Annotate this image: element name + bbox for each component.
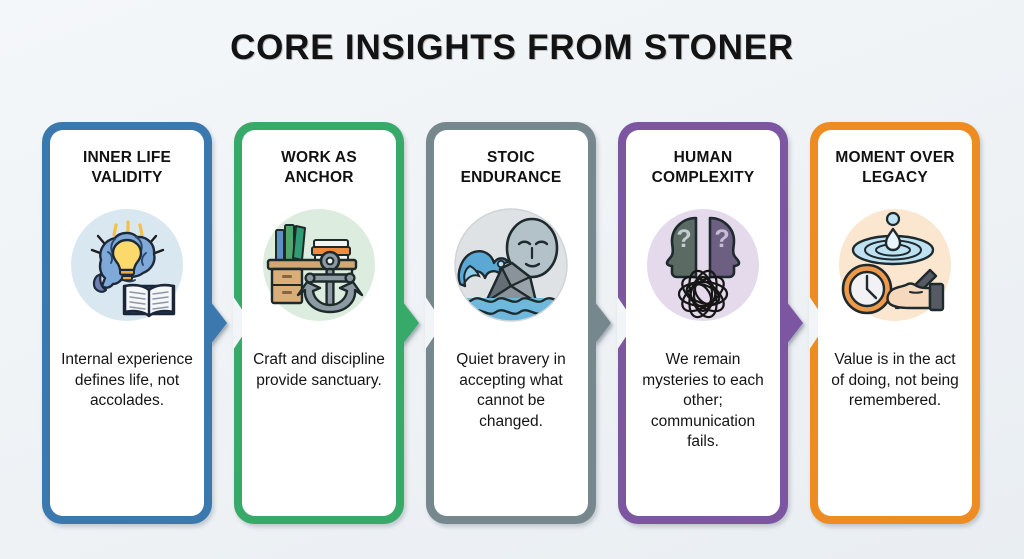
insight-card-moment-over-legacy[interactable]: MOMENT OVER LEGACY [809, 122, 980, 524]
wave-rock-calm-face-icon [452, 206, 570, 324]
svg-text:?: ? [714, 225, 729, 253]
insight-card-work-as-anchor[interactable]: WORK AS ANCHOR [233, 122, 419, 524]
insight-card-stoic-endurance[interactable]: STOIC ENDURANCE [425, 122, 611, 524]
arrow-right-icon [594, 301, 611, 345]
droplet-clock-writing-hand-icon [836, 206, 954, 324]
card-body: MOMENT OVER LEGACY [818, 130, 972, 516]
card-title: WORK AS ANCHOR [281, 149, 357, 186]
insight-card-row: INNER LIFE VALIDITY [42, 122, 986, 524]
card-body: WORK AS ANCHOR [242, 130, 396, 516]
card-description: Craft and discipline provide sanctuary. [253, 351, 385, 389]
card-body: STOIC ENDURANCE [434, 130, 588, 516]
arrow-right-icon [786, 301, 803, 345]
card-description: Quiet bravery in accepting what cannot b… [456, 351, 566, 430]
card-title: MOMENT OVER LEGACY [835, 149, 955, 186]
card-body: INNER LIFE VALIDITY [50, 130, 204, 516]
insight-card-inner-life-validity[interactable]: INNER LIFE VALIDITY [42, 122, 227, 524]
card-body: HUMAN COMPLEXITY ? ? [626, 130, 780, 516]
card-description: Internal experience defines life, not ac… [61, 351, 193, 410]
card-description: Value is in the act of doing, not being … [831, 351, 959, 410]
card-title: HUMAN COMPLEXITY [651, 149, 755, 186]
brain-lightbulb-book-icon [68, 206, 186, 324]
arrow-right-icon [210, 301, 227, 345]
arrow-right-icon [402, 301, 419, 345]
card-title: INNER LIFE VALIDITY [82, 149, 172, 186]
two-heads-question-tangle-icon: ? ? [644, 206, 762, 324]
page-title: CORE INSIGHTS FROM STONER [230, 28, 794, 67]
insight-card-human-complexity[interactable]: HUMAN COMPLEXITY ? ? [617, 122, 803, 524]
card-title: STOIC ENDURANCE [460, 149, 562, 186]
desk-books-anchor-icon [260, 206, 378, 324]
card-description: We remain mysteries to each other; commu… [642, 351, 764, 451]
svg-text:?: ? [676, 225, 691, 253]
